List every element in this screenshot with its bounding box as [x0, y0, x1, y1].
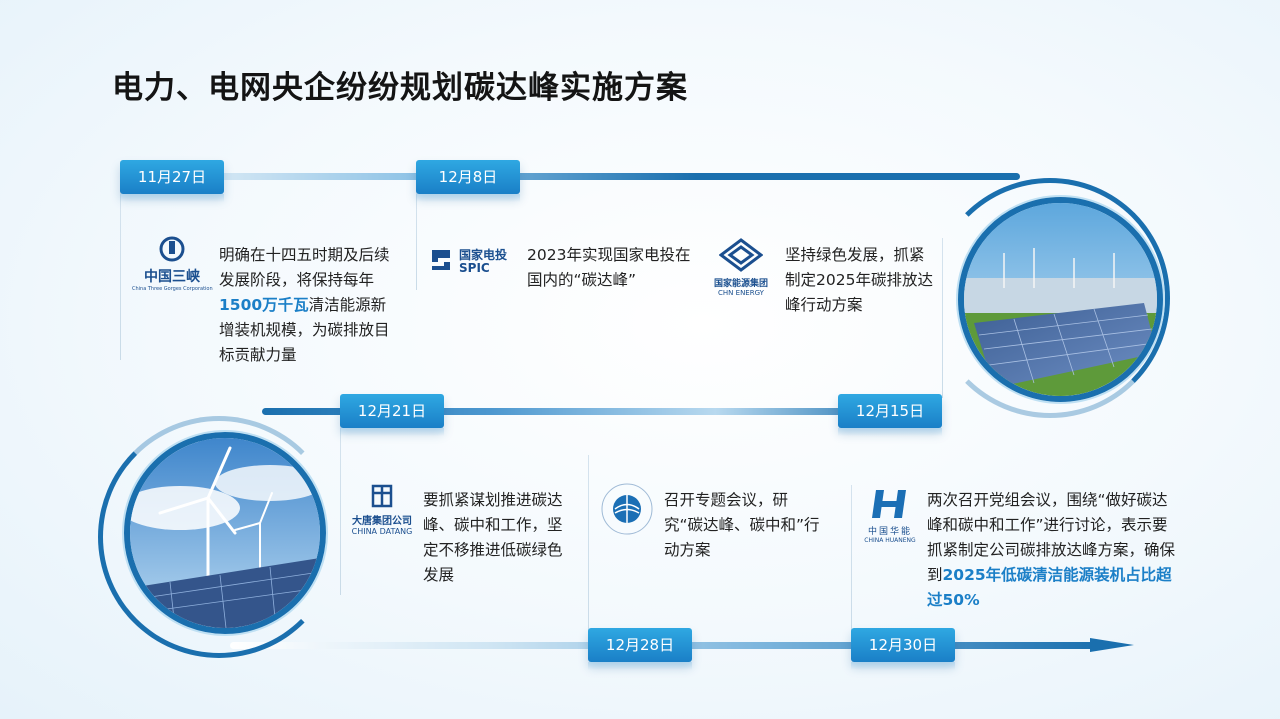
timeline-track-top [210, 173, 1020, 180]
event-text-huaneng: 两次召开党组会议，围绕“做好碳达峰和碳中和工作”进行讨论，表示要抓紧制定公司碳排… [927, 491, 1176, 609]
ring-decoration [98, 416, 340, 658]
datang-logo-text: 大唐集团公司 [352, 516, 412, 527]
chn-energy-logo-text: 国家能源集团 [713, 279, 768, 289]
ctg-logo-text: 中国三峡 [144, 269, 200, 285]
date-tag: 12月21日 [340, 394, 444, 436]
state-grid-logo [600, 482, 654, 536]
event-text-chn-energy: 坚持绿色发展，抓紧制定2025年碳排放达峰行动方案 [785, 246, 933, 314]
connector-line [416, 190, 417, 290]
date-tag: 12月28日 [588, 628, 692, 670]
huaneng-logo-text: 中国华能 [867, 527, 912, 537]
ctg-emblem-icon [159, 236, 185, 262]
huaneng-logo-sub: CHINA HUANENG [864, 537, 916, 544]
event-text-ctg: 明确在十四五时期及后续发展阶段，将保持每年1500万千瓦清洁能源新增装机规模，为… [219, 246, 390, 364]
ring-decoration [930, 178, 1170, 418]
chn-energy-emblem-icon [718, 238, 764, 272]
solar-wind-photo [958, 197, 1163, 402]
event-text-datang: 要抓紧谋划推进碳达峰、碳中和工作，坚定不移推进低碳绿色发展 [423, 491, 563, 584]
datang-emblem-icon [371, 484, 393, 508]
spic-emblem-icon [432, 250, 450, 270]
spic-logo-text: 国家电投 [459, 248, 508, 262]
highlight-value: 2025年低碳清洁能源装机占比超过50% [927, 566, 1172, 609]
datang-logo: 大唐集团公司 CHINA DATANG [344, 484, 420, 536]
timeline-track-middle [262, 408, 910, 415]
wind-turbine-photo [124, 432, 326, 634]
chn-energy-logo: 国家能源集团 CHN ENERGY [708, 238, 774, 297]
event-text-state-grid: 召开专题会议，研究“碳达峰、碳中和”行动方案 [664, 491, 820, 559]
connector-line [120, 190, 121, 360]
highlight-value: 1500万千瓦 [219, 296, 309, 314]
page-title: 电力、电网央企纷纷规划碳达峰实施方案 [112, 70, 688, 106]
connector-line [851, 485, 852, 635]
date-tag: 12月8日 [416, 160, 520, 202]
date-tag: 11月27日 [120, 160, 224, 202]
huaneng-emblem-icon [872, 490, 906, 518]
date-tag: 12月15日 [838, 394, 942, 436]
date-tag: 12月30日 [851, 628, 955, 670]
huaneng-logo: 中国华能 CHINA HUANENG [860, 488, 920, 544]
timeline-arrow-head [1090, 638, 1134, 652]
spic-logo-sub: SPIC [459, 261, 490, 275]
datang-logo-sub: CHINA DATANG [351, 527, 413, 536]
connector-line [588, 455, 589, 650]
chn-energy-logo-sub: CHN ENERGY [718, 289, 764, 297]
event-text-spic: 2023年实现国家电投在国内的“碳达峰” [527, 246, 691, 289]
ctg-logo: 中国三峡 China Three Gorges Corporation [132, 236, 213, 292]
connector-line [340, 425, 341, 595]
ctg-logo-sub: China Three Gorges Corporation [132, 286, 213, 292]
state-grid-emblem-icon [601, 483, 653, 535]
